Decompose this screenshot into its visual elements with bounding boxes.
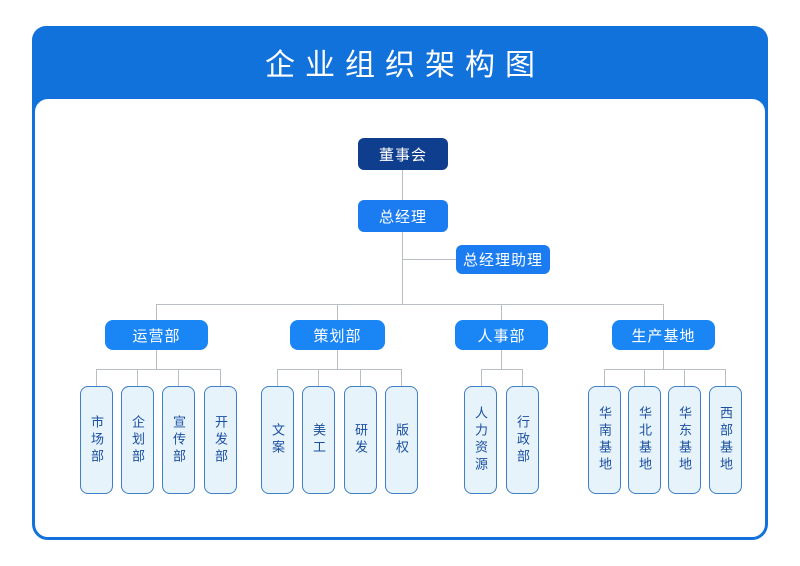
connector-department-bus (156, 304, 663, 305)
connector-dept-3-child-1 (481, 369, 482, 386)
connector-bus-to-dept-1 (156, 304, 157, 320)
node-gm-assistant[interactable]: 总经理助理 (456, 245, 550, 274)
connector-dept-2-bus (277, 369, 402, 370)
leaf-node-dept-1-child-3[interactable]: 宣传部 (162, 386, 195, 494)
connector-dept-1-stem (156, 350, 157, 369)
connector-dept-4-child-3 (684, 369, 685, 386)
connector-dept-1-child-1 (96, 369, 97, 386)
node-board-of-directors[interactable]: 董事会 (358, 138, 448, 170)
connector-dept-1-bus (96, 369, 221, 370)
connector-dept-4-child-1 (604, 369, 605, 386)
node-department-2[interactable]: 策划部 (290, 320, 385, 350)
leaf-node-dept-3-child-1[interactable]: 人力资源 (464, 386, 497, 494)
connector-board-to-gm (402, 170, 403, 200)
connector-dept-2-child-2 (318, 369, 319, 386)
connector-dept-4-stem (663, 350, 664, 369)
connector-bus-to-dept-2 (337, 304, 338, 320)
connector-dept-4-child-4 (725, 369, 726, 386)
leaf-node-dept-1-child-2[interactable]: 企划部 (121, 386, 154, 494)
connector-gm-to-assistant (402, 259, 456, 260)
leaf-node-dept-1-child-4[interactable]: 开发部 (204, 386, 237, 494)
connector-dept-4-bus (604, 369, 725, 370)
leaf-node-dept-1-child-1[interactable]: 市场部 (80, 386, 113, 494)
connector-dept-3-stem (501, 350, 502, 369)
leaf-node-dept-2-child-1[interactable]: 文案 (261, 386, 294, 494)
leaf-node-dept-4-child-1[interactable]: 华南基地 (588, 386, 621, 494)
connector-dept-4-child-2 (644, 369, 645, 386)
page-title: 企业组织架构图 (265, 49, 545, 82)
leaf-node-dept-4-child-2[interactable]: 华北基地 (628, 386, 661, 494)
connector-dept-2-child-4 (401, 369, 402, 386)
connector-bus-to-dept-4 (663, 304, 664, 320)
node-general-manager[interactable]: 总经理 (358, 200, 448, 232)
connector-dept-2-child-3 (360, 369, 361, 386)
leaf-node-dept-2-child-4[interactable]: 版权 (385, 386, 418, 494)
node-department-1[interactable]: 运营部 (105, 320, 208, 350)
node-department-4[interactable]: 生产基地 (612, 320, 715, 350)
node-department-3[interactable]: 人事部 (455, 320, 548, 350)
connector-dept-1-child-2 (137, 369, 138, 386)
leaf-node-dept-4-child-4[interactable]: 西部基地 (709, 386, 742, 494)
leaf-node-dept-4-child-3[interactable]: 华东基地 (668, 386, 701, 494)
leaf-node-dept-2-child-2[interactable]: 美工 (302, 386, 335, 494)
connector-gm-trunk (402, 232, 403, 304)
connector-dept-3-child-2 (522, 369, 523, 386)
connector-bus-to-dept-3 (501, 304, 502, 320)
connector-dept-2-stem (337, 350, 338, 369)
connector-dept-1-child-3 (178, 369, 179, 386)
leaf-node-dept-3-child-2[interactable]: 行政部 (506, 386, 539, 494)
connector-dept-2-child-1 (277, 369, 278, 386)
connector-dept-1-child-4 (220, 369, 221, 386)
leaf-node-dept-2-child-3[interactable]: 研发 (344, 386, 377, 494)
connector-dept-3-bus (481, 369, 522, 370)
